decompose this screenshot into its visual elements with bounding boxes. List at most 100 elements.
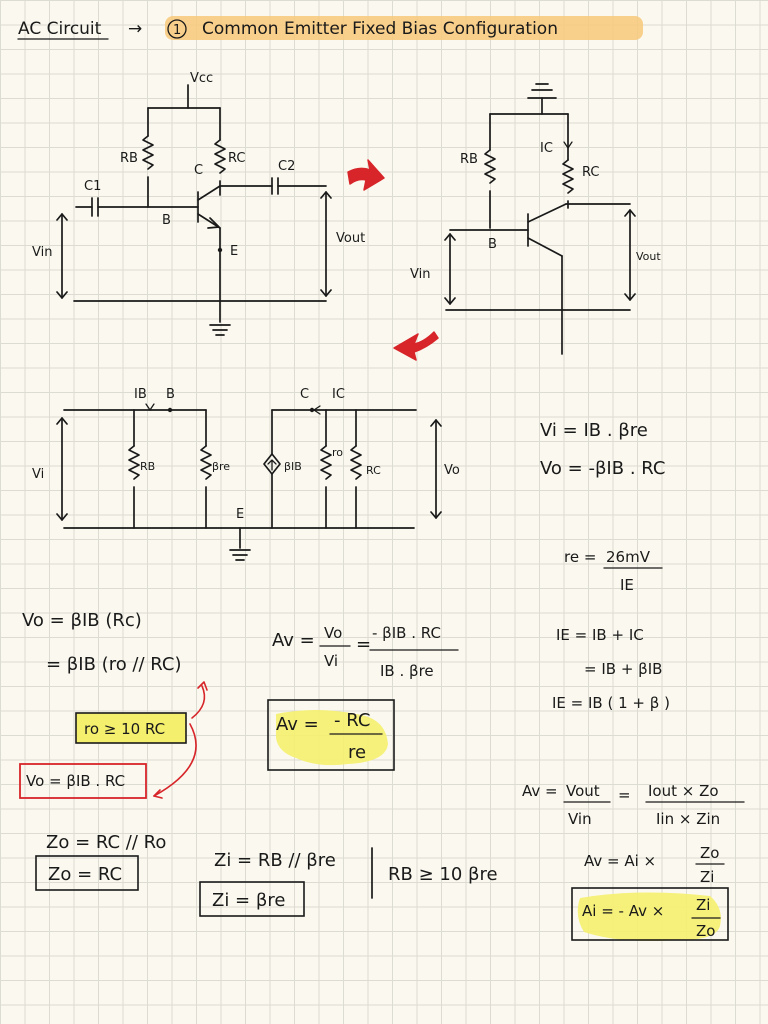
ic-label-2: IC xyxy=(540,141,553,156)
emitter-label: E xyxy=(230,244,238,259)
svg-text:IB . βre: IB . βre xyxy=(380,662,434,680)
zi-box xyxy=(199,881,305,917)
ai-result-box: Ai = - Av × Zi Zo xyxy=(571,887,729,941)
rb-resistor-2 xyxy=(484,149,496,184)
svg-text:= βIB (ro // RC): = βIB (ro // RC) xyxy=(46,654,181,675)
bib-label-3: βIB xyxy=(284,460,302,473)
vi-label-3: Vi xyxy=(32,467,44,482)
collector-label: C xyxy=(194,163,203,178)
svg-text:Vout: Vout xyxy=(566,782,600,800)
svg-text:Zo = RC // Ro: Zo = RC // Ro xyxy=(46,832,166,853)
vout-label-2: Vout xyxy=(636,250,661,263)
base-label-2: B xyxy=(488,237,497,252)
rc-label-2: RC xyxy=(582,165,599,180)
svg-text:IE = IB ( 1 + β ): IE = IB ( 1 + β ) xyxy=(552,694,670,712)
emitter-arrow xyxy=(207,217,220,229)
vo-result-box xyxy=(19,763,147,799)
svg-text:ro ≥ 10 RC: ro ≥ 10 RC xyxy=(84,720,165,738)
svg-text:Zo: Zo xyxy=(696,922,715,940)
bre-resistor-3 xyxy=(200,445,212,480)
rc-label: RC xyxy=(228,151,245,166)
svg-text:Av =: Av = xyxy=(272,630,315,651)
red-curve-up xyxy=(191,685,206,719)
svg-text:Av =: Av = xyxy=(522,782,558,800)
ic-label-3: IC xyxy=(332,387,345,402)
svg-text:Zi: Zi xyxy=(700,868,714,886)
rc-label-3: RC xyxy=(366,464,381,477)
svg-text:Zi = βre: Zi = βre xyxy=(212,890,285,911)
title-text: Common Emitter Fixed Bias Configuration xyxy=(202,19,558,39)
collector-label-3: C xyxy=(300,387,309,402)
c1-label: C1 xyxy=(84,179,101,194)
svg-text:Av = Ai ×: Av = Ai × xyxy=(584,852,656,870)
base-label: B xyxy=(162,213,171,228)
vo-label-3: Vo xyxy=(444,463,460,478)
av-ai-equation: Av = Ai × Zo Zi xyxy=(584,844,725,886)
rc-resistor-2 xyxy=(562,159,574,194)
vo-derivation: Vo = βIB (Rc) = βIB (ro // RC) ro ≥ 10 R… xyxy=(19,610,208,799)
rb-label-2: RB xyxy=(460,152,478,167)
vi-equation: Vi = IB . βre xyxy=(540,420,648,441)
svg-text:Vo = βIB (Rc): Vo = βIB (Rc) xyxy=(22,610,142,631)
circuit-3-re-model: IB B RB βre C IC βIB ro RC xyxy=(32,387,460,561)
ro-resistor-3 xyxy=(320,445,332,480)
av-result-box: Av = - RC re xyxy=(267,699,395,771)
av-equation: Av = Vo Vi = - βIB . RC IB . βre xyxy=(272,624,459,680)
svg-text:Vo = βIB . RC: Vo = βIB . RC xyxy=(26,772,125,790)
rc-resistor xyxy=(214,139,226,174)
base-label-3: B xyxy=(166,387,175,402)
vi-vo-equations: Vi = IB . βre Vo = -βIB . RC xyxy=(540,420,665,479)
title-number-circle xyxy=(167,19,187,39)
svg-text:- RC: - RC xyxy=(334,710,370,731)
title-arrow: → xyxy=(128,19,142,39)
vcc-label: Vcc xyxy=(190,71,213,86)
bre-label-3: βre xyxy=(212,460,230,473)
c2-label: C2 xyxy=(278,159,295,174)
rb-label-3: RB xyxy=(140,460,155,473)
red-arrow-right xyxy=(347,159,385,191)
rc-resistor-3 xyxy=(350,445,362,480)
ib-label-3: IB xyxy=(134,387,147,402)
svg-text:Vo: Vo xyxy=(324,624,342,642)
red-arrow-down-left xyxy=(393,331,439,361)
title-prefix: AC Circuit xyxy=(18,19,102,39)
svg-text:re: re xyxy=(348,742,366,763)
svg-text:=: = xyxy=(356,634,371,655)
emitter-label-3: E xyxy=(236,507,244,522)
svg-text:26mV: 26mV xyxy=(606,548,651,566)
title-highlight xyxy=(165,16,643,40)
svg-text:Vi: Vi xyxy=(324,652,338,670)
svg-text:RB ≥ 10 βre: RB ≥ 10 βre xyxy=(388,864,498,885)
vout-label: Vout xyxy=(336,231,365,246)
rb-resistor-3 xyxy=(128,445,140,480)
svg-text:Zi = RB // βre: Zi = RB // βre xyxy=(214,850,336,871)
svg-text:- βIB . RC: - βIB . RC xyxy=(372,624,441,642)
rb-resistor xyxy=(142,135,154,170)
zo-equations: Zo = RC // Ro Zo = RC xyxy=(35,832,166,891)
vin-label: Vin xyxy=(32,245,52,260)
svg-text:Ai = - Av ×: Ai = - Av × xyxy=(582,902,664,920)
ro-label-3: ro xyxy=(332,446,343,459)
svg-text:IE = IB + IC: IE = IB + IC xyxy=(556,626,644,644)
svg-text:Av =: Av = xyxy=(276,714,319,735)
svg-text:Iin × Zin: Iin × Zin xyxy=(656,810,720,828)
red-curve-down xyxy=(153,723,197,797)
ro-condition-box xyxy=(75,712,187,744)
svg-text:IE: IE xyxy=(620,576,634,594)
svg-text:re =: re = xyxy=(564,548,596,566)
rb-label: RB xyxy=(120,151,138,166)
svg-text:Zo: Zo xyxy=(700,844,719,862)
svg-text:Iout × Zo: Iout × Zo xyxy=(648,782,719,800)
svg-text:= IB + βIB: = IB + βIB xyxy=(584,660,662,678)
svg-text:Vin: Vin xyxy=(568,810,592,828)
ie-equations: IE = IB + IC = IB + βIB IE = IB ( 1 + β … xyxy=(552,626,670,712)
svg-text:Zi: Zi xyxy=(696,896,710,914)
title-row: AC Circuit → 1 Common Emitter Fixed Bias… xyxy=(17,16,643,40)
svg-text:=: = xyxy=(618,786,631,804)
svg-text:Zo = RC: Zo = RC xyxy=(48,864,122,885)
av-ratio-equation: Av = Vout Vin = Iout × Zo Iin × Zin xyxy=(522,782,745,828)
vo-equation: Vo = -βIB . RC xyxy=(540,458,665,479)
re-equation: re = 26mV IE xyxy=(564,548,663,594)
zo-box xyxy=(35,855,139,891)
